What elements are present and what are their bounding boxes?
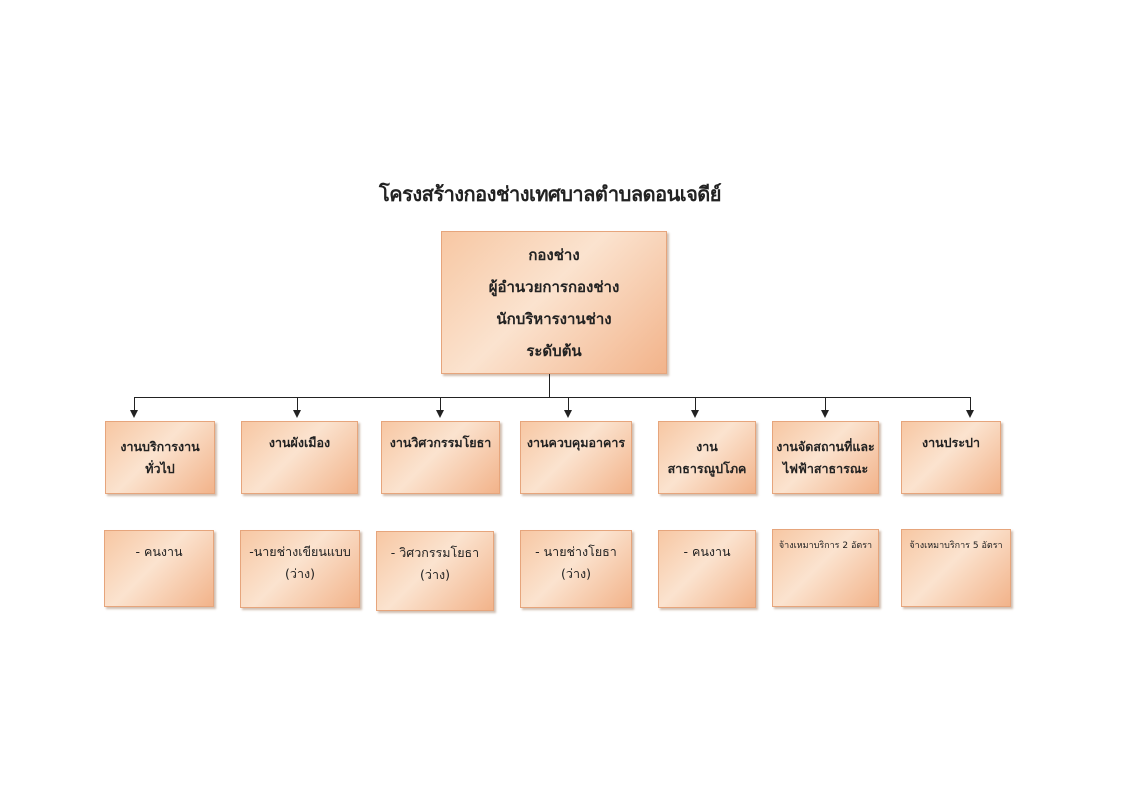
unit-box-town-planning: งานผังเมือง <box>241 421 358 494</box>
staff-line: (ว่าง) <box>561 566 591 581</box>
unit-label: งานจัดสถานที่และ <box>776 438 875 454</box>
arrow-icon <box>130 410 138 418</box>
staff-box: จ้างเหมาบริการ 2 อัตรา <box>772 529 879 607</box>
head-line: ระดับต้น <box>526 341 582 360</box>
arrow-icon <box>564 410 572 418</box>
head-line: กองช่าง <box>528 245 580 264</box>
connector-trunk <box>549 374 550 398</box>
staff-line: จ้างเหมาบริการ 2 อัตรา <box>778 541 873 551</box>
staff-box: - นายช่างโยธา (ว่าง) <box>520 530 632 608</box>
staff-line: - คนงาน <box>683 544 731 559</box>
unit-box-utilities: งาน สาธารณูปโภค <box>658 421 756 494</box>
staff-line: - คนงาน <box>135 544 183 559</box>
unit-box-general-services: งานบริการงาน ทั่วไป <box>105 421 215 494</box>
unit-box-public-lighting: งานจัดสถานที่และ ไฟฟ้าสาธารณะ <box>772 421 879 494</box>
staff-line: - นายช่างโยธา <box>535 544 617 559</box>
staff-line: (ว่าง) <box>420 567 450 582</box>
unit-label: ไฟฟ้าสาธารณะ <box>782 460 869 476</box>
head-box: กองช่าง ผู้อำนวยการกองช่าง นักบริหารงานช… <box>441 231 667 374</box>
unit-label: งาน <box>696 438 718 454</box>
staff-box: - คนงาน <box>658 530 756 608</box>
unit-label: สาธารณูปโภค <box>667 460 747 476</box>
connector-drop <box>825 397 826 411</box>
unit-box-waterworks: งานประปา <box>901 421 1001 494</box>
connector-drop <box>695 397 696 411</box>
unit-box-building-control: งานควบคุมอาคาร <box>520 421 632 494</box>
staff-line: - วิศวกรรมโยธา <box>390 545 480 560</box>
connector-drop <box>297 397 298 411</box>
staff-box: - คนงาน <box>104 530 214 607</box>
head-line: ผู้อำนวยการกองช่าง <box>488 277 620 296</box>
staff-box: -นายช่างเขียนแบบ (ว่าง) <box>240 530 360 608</box>
arrow-icon <box>436 410 444 418</box>
unit-label: งานผังเมือง <box>268 435 331 450</box>
connector-drop <box>568 397 569 411</box>
staff-box: จ้างเหมาบริการ 5 อัตรา <box>901 529 1011 607</box>
chart-title: โครงสร้างกองช่างเทศบาลตำบลดอนเจดีย์ <box>378 182 722 206</box>
staff-box: - วิศวกรรมโยธา (ว่าง) <box>376 531 494 611</box>
arrow-icon <box>293 410 301 418</box>
connector-drop <box>440 397 441 411</box>
staff-line: จ้างเหมาบริการ 5 อัตรา <box>909 541 1003 551</box>
arrow-icon <box>691 410 699 418</box>
unit-label: งานบริการงาน <box>120 438 200 454</box>
unit-label: ทั่วไป <box>145 460 175 476</box>
staff-line: -นายช่างเขียนแบบ <box>249 544 351 559</box>
connector-bus <box>134 397 971 398</box>
unit-label: งานวิศวกรรมโยธา <box>389 435 492 450</box>
head-line: นักบริหารงานช่าง <box>496 309 612 328</box>
arrow-icon <box>821 410 829 418</box>
unit-label: งานควบคุมอาคาร <box>526 435 626 450</box>
connector-drop <box>134 397 135 411</box>
connector-drop <box>970 397 971 411</box>
arrow-icon <box>966 410 974 418</box>
staff-line: (ว่าง) <box>285 566 315 581</box>
unit-label: งานประปา <box>922 435 980 450</box>
unit-box-civil-engineering: งานวิศวกรรมโยธา <box>381 421 500 494</box>
